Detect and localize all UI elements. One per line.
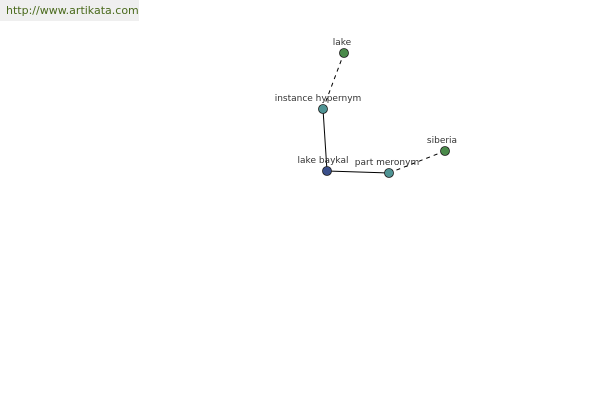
- node-lake-baykal[interactable]: [322, 166, 332, 176]
- graph-nodes: lake baykal instance hypernym lake part mer…: [275, 38, 457, 178]
- node-instance-hypernym[interactable]: [318, 104, 328, 114]
- node-part-meronym[interactable]: [384, 168, 394, 178]
- url-link[interactable]: http://www.artikata.com: [6, 4, 139, 17]
- node-label-lake: lake: [333, 38, 352, 48]
- edge-instance-hypernym-to-lake: [322, 52, 345, 110]
- node-label-instance-hypernym: instance hypernym: [275, 94, 362, 104]
- node-lake[interactable]: [339, 48, 349, 58]
- edge-lake-baykal-to-part-meronym: [326, 170, 390, 174]
- edge-part-meronym-to-siberia: [388, 150, 446, 174]
- graph-edges: [322, 52, 446, 174]
- url-banner[interactable]: http://www.artikata.com: [0, 0, 139, 21]
- node-label-part-meronym: part meronym: [355, 158, 419, 168]
- node-label-siberia: siberia: [427, 136, 457, 146]
- node-label-lake-baykal: lake baykal: [298, 156, 349, 166]
- node-siberia[interactable]: [440, 146, 450, 156]
- edge-lake-baykal-to-instance-hypernym: [322, 108, 328, 172]
